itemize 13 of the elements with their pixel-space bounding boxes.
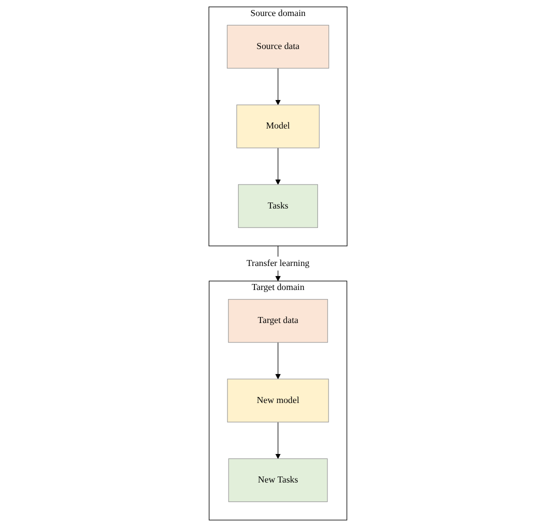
process-box: New model [227,378,329,422]
arrow [275,148,281,185]
arrow [275,68,281,106]
process-box: New Tasks [228,458,328,502]
process-box: Target data [228,299,328,343]
group-title: Source domain [250,8,306,18]
arrow [275,422,281,459]
edge-label: Transfer learning [246,256,310,270]
group-title: Target domain [252,282,304,293]
process-box: Tasks [238,184,318,228]
arrow [275,342,281,380]
process-box: Source data [226,24,330,69]
process-box: Model [236,104,320,148]
